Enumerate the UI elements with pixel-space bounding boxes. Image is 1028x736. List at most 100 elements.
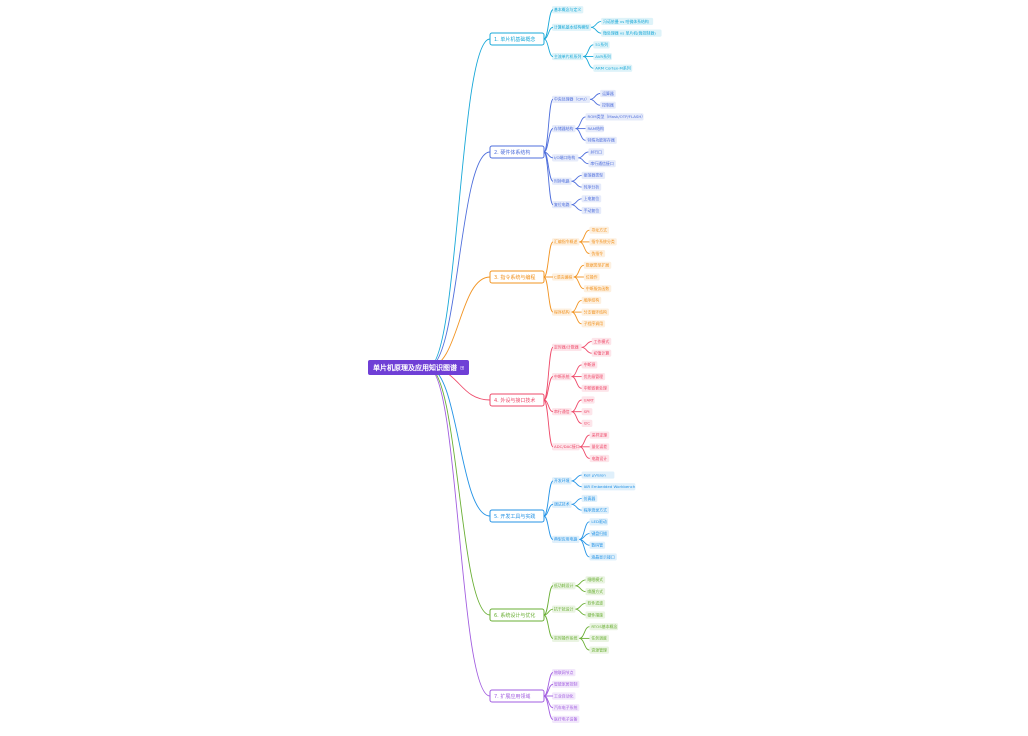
leaf-node[interactable]: 寻址方式: [589, 226, 609, 234]
leaf-connector: [579, 446, 590, 459]
leaf-node[interactable]: RTOS基本概念: [589, 623, 619, 631]
leaf-node[interactable]: 伪指令: [589, 250, 606, 258]
leaf-node[interactable]: 液晶显示接口: [589, 553, 617, 561]
leaf-node[interactable]: 中断源: [581, 361, 598, 369]
leaf-node[interactable]: 振荡器类型: [581, 171, 606, 179]
category-node[interactable]: I/O端口结构: [552, 154, 579, 162]
category-node[interactable]: 汇编指令概述: [552, 238, 580, 246]
leaf-node[interactable]: LED驱动: [589, 518, 608, 526]
leaf-node[interactable]: 子程序调用: [581, 320, 606, 328]
leaf-node[interactable]: I2C: [581, 419, 593, 427]
branch-node[interactable]: 7. 扩展应用领域: [489, 689, 545, 703]
category-node[interactable]: 汽车电子系统: [552, 704, 580, 712]
leaf-node[interactable]: 任务调度: [589, 634, 609, 642]
leaf-node[interactable]: RAM结构: [585, 125, 605, 133]
category-node[interactable]: 工业自动化: [552, 692, 576, 700]
leaf-node[interactable]: 顺序结构: [581, 296, 602, 304]
leaf-node[interactable]: 工作模式: [591, 337, 612, 346]
leaf-pill: [585, 136, 617, 144]
category-label: 智能家居控制: [554, 682, 577, 687]
leaf-node[interactable]: 中断服务函数: [583, 285, 612, 293]
leaf-node[interactable]: 采样定理: [589, 431, 610, 439]
leaf-node[interactable]: 上电复位: [581, 195, 602, 203]
category-node[interactable]: 物联网节点: [552, 669, 576, 677]
branch-node[interactable]: 2. 硬件体系结构: [489, 145, 545, 159]
leaf-node[interactable]: SPI: [581, 408, 593, 416]
leaf-node[interactable]: 手动复位: [581, 206, 602, 215]
leaf-node[interactable]: 中断嵌套处理: [581, 384, 609, 392]
leaf-pill: [581, 384, 609, 392]
branch-node[interactable]: 1. 单片机基础概念: [489, 32, 545, 46]
category-node[interactable]: C语言编程: [552, 273, 574, 281]
branch-node[interactable]: 5. 开发工具与实践: [489, 509, 545, 523]
leaf-node[interactable]: 初值计算: [591, 349, 612, 357]
leaf-node[interactable]: 并行口: [588, 148, 605, 156]
leaf-node[interactable]: 指令系统分类: [589, 238, 617, 246]
leaf-pill: [589, 431, 610, 439]
leaf-node[interactable]: 特殊功能寄存器: [585, 136, 617, 144]
leaf-node[interactable]: UART: [581, 396, 595, 404]
leaf-node[interactable]: Keil μVision: [581, 471, 615, 479]
category-node[interactable]: 医疗电子设备: [552, 715, 580, 723]
branch-node-label: 4. 外设与接口技术: [494, 397, 535, 404]
leaf-node[interactable]: 电路设计: [589, 454, 610, 463]
branch-node[interactable]: 4. 外设与接口技术: [489, 393, 545, 407]
leaf-connector: [583, 44, 594, 57]
leaf-node[interactable]: 数据类型扩展: [583, 261, 612, 269]
leaf-node[interactable]: 控制器: [600, 101, 616, 109]
leaf-node[interactable]: 位操作: [583, 273, 600, 281]
branch-node-box: [489, 393, 545, 407]
category-node[interactable]: 复位电路: [552, 201, 572, 209]
category-node[interactable]: 程序结构: [552, 308, 572, 316]
leaf-node[interactable]: ROM类型（Mask/OTP/FLASH）: [585, 113, 646, 121]
leaf-node[interactable]: 串行通信接口: [588, 160, 616, 168]
leaf-node[interactable]: 冯诺依曼 vs 哈佛体系结构: [601, 17, 654, 26]
category-node[interactable]: 调试技术: [552, 500, 572, 508]
leaf-node[interactable]: AVR系列: [593, 52, 612, 61]
category-node[interactable]: 实时操作系统: [552, 634, 580, 642]
category-connector: [543, 695, 554, 720]
category-connector: [543, 128, 554, 153]
category-node[interactable]: 开发环境: [552, 477, 572, 485]
leaf-node[interactable]: 时序分析: [581, 183, 602, 191]
category-node[interactable]: ADC/DAC接口: [552, 443, 580, 451]
branch-node[interactable]: 6. 系统设计与优化: [489, 608, 545, 622]
category-node[interactable]: 智能家居控制: [552, 680, 580, 688]
root-node[interactable]: 单片机原理及应用知识图谱⊞: [368, 360, 469, 375]
leaf-node[interactable]: 数码管: [589, 541, 606, 549]
category-node[interactable]: 时钟电路: [552, 177, 572, 185]
category-node[interactable]: 基本概念与定义: [552, 6, 584, 14]
category-node[interactable]: 低功耗设计: [552, 582, 576, 590]
category-node[interactable]: 串行通信: [552, 408, 572, 416]
branch-node[interactable]: 3. 指令系统与编程: [489, 270, 545, 284]
leaf-pill: [589, 646, 609, 654]
leaf-node[interactable]: 运算器: [600, 89, 616, 98]
category-node[interactable]: 主流单片机系列: [552, 52, 584, 61]
leaf-node[interactable]: 51系列: [593, 41, 610, 49]
leaf-node[interactable]: 资源管理: [589, 646, 609, 654]
leaf-node[interactable]: ARM Cortex-M系列: [593, 64, 633, 72]
category-node[interactable]: 计算机基本结构模型: [552, 23, 592, 31]
leaf-node[interactable]: 优先级管理: [581, 373, 606, 381]
category-node[interactable]: 中断系统: [552, 373, 572, 381]
category-label: 复位电路: [554, 202, 570, 207]
category-node[interactable]: 典型应用电路: [552, 535, 580, 543]
leaf-node[interactable]: 唤醒方式: [585, 588, 606, 596]
leaf-node[interactable]: 量化误差: [589, 443, 610, 451]
leaf-node[interactable]: 硬件措施: [585, 611, 606, 619]
leaf-node[interactable]: 键盘扫描: [589, 529, 609, 538]
leaf-label: 睡眠模式: [588, 577, 604, 582]
category-node[interactable]: 中央处理器（CPU）: [552, 95, 591, 103]
leaf-node[interactable]: 分支循环结构: [581, 308, 609, 316]
category-node[interactable]: 存储器结构: [552, 125, 576, 133]
leaf-connector: [578, 151, 589, 159]
leaf-node[interactable]: 程序烧录方式: [581, 506, 609, 514]
category-node[interactable]: 抗干扰设计: [552, 605, 576, 613]
leaf-node[interactable]: IAR Embedded Workbench: [581, 483, 636, 491]
leaf-node[interactable]: 睡眠模式: [585, 576, 606, 584]
category-node[interactable]: 定时器/计数器: [552, 343, 582, 351]
leaf-pill: [581, 396, 595, 404]
leaf-node[interactable]: 仿真器: [581, 494, 598, 503]
leaf-node[interactable]: 微处理器 vs 单片机(微控制器): [601, 29, 662, 37]
leaf-node[interactable]: 软件滤波: [585, 599, 606, 607]
